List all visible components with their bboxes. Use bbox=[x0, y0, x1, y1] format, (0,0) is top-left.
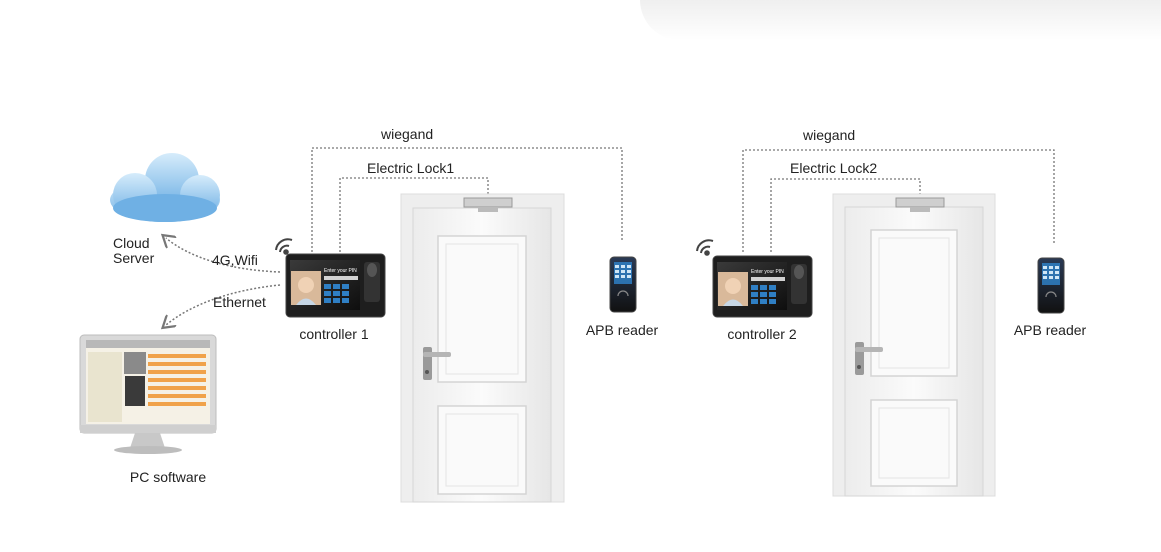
apb-reader-1-label: APB reader bbox=[585, 322, 659, 338]
link-ethernet-label: Ethernet bbox=[213, 294, 266, 310]
controller-icon bbox=[285, 253, 386, 318]
wifi-icon bbox=[275, 238, 293, 255]
handle-icon bbox=[423, 347, 451, 380]
monitor-icon bbox=[79, 334, 217, 454]
reader-icon bbox=[609, 256, 637, 313]
link-4g-wifi-label: 4G,Wifi bbox=[212, 252, 258, 268]
cloud-icon bbox=[110, 153, 220, 222]
wiegand-label-1: wiegand bbox=[381, 126, 434, 142]
apb-reader-2-label: APB reader bbox=[1013, 322, 1087, 338]
reader-icon bbox=[1037, 257, 1065, 314]
wiegand-label-2: wiegand bbox=[803, 127, 856, 143]
handle-icon bbox=[855, 342, 883, 375]
lock-icon bbox=[895, 197, 945, 212]
controller-2-screen-text: Enter your PIN bbox=[751, 269, 784, 275]
controller-2-label: controller 2 bbox=[727, 326, 797, 342]
controller-icon bbox=[712, 255, 813, 318]
cloud-server-label-line2: Server bbox=[113, 250, 155, 266]
arrow-icon bbox=[166, 238, 281, 325]
background-shade bbox=[640, 0, 1161, 40]
connection-lines-2 bbox=[742, 149, 1055, 252]
cloud-server-label: Cloud bbox=[113, 235, 150, 251]
wifi-icon bbox=[696, 239, 714, 256]
electric-lock-label-1: Electric Lock1 bbox=[367, 160, 455, 176]
pc-software-label: PC software bbox=[129, 469, 207, 485]
controller-1-screen-text: Enter your PIN bbox=[324, 268, 357, 274]
controller-1-label: controller 1 bbox=[299, 326, 369, 342]
electric-lock-label-2: Electric Lock2 bbox=[790, 160, 878, 176]
connection-lines-1 bbox=[311, 147, 623, 252]
door-icon bbox=[832, 193, 996, 497]
lock-icon bbox=[463, 197, 513, 212]
